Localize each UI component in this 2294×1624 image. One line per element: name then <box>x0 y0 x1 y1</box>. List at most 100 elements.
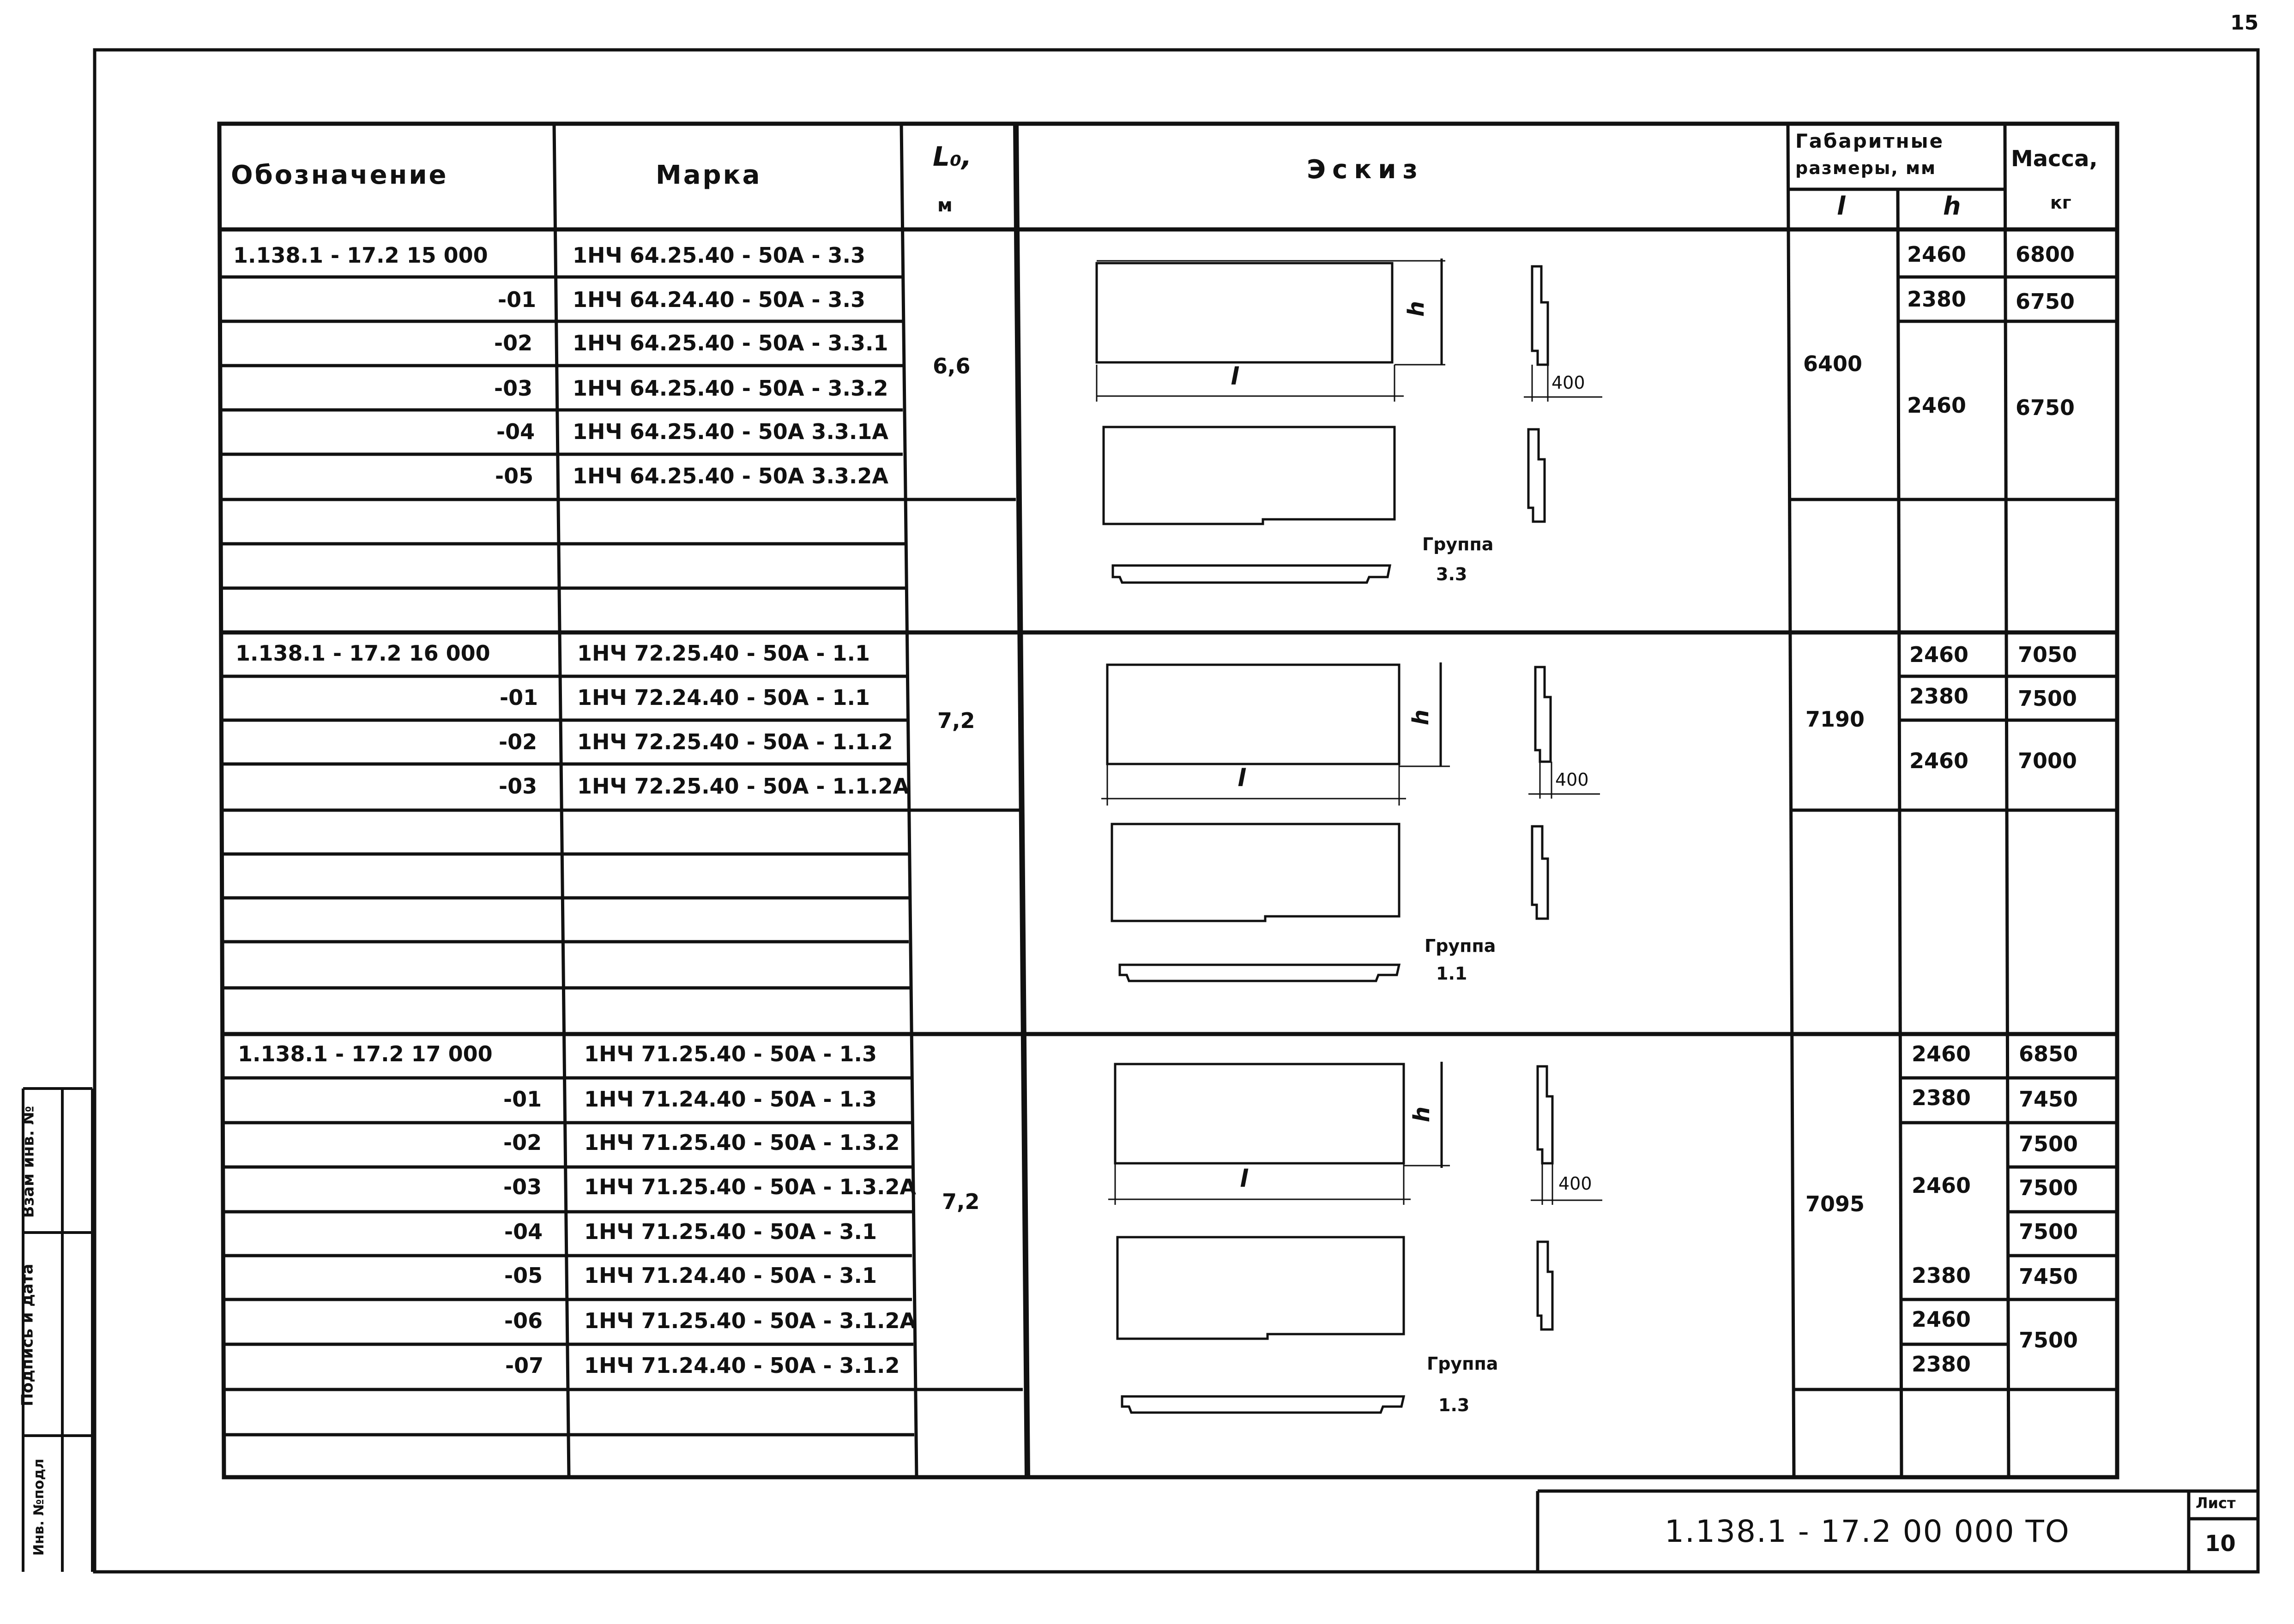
g2-mass-0: 7050 <box>2018 642 2077 667</box>
header-designation: Обозначение <box>231 160 448 190</box>
g1-designation-5: -05 <box>495 463 534 488</box>
title-block-code: 1.138.1 - 17.2 00 000 ТО <box>1665 1514 2070 1549</box>
g1-h-2: 2460 <box>1907 393 1967 418</box>
g2-h-2: 2460 <box>1909 748 1969 773</box>
g1-sketch-l: l <box>1231 363 1239 391</box>
header-length-unit: м <box>937 195 953 216</box>
header-mass-unit: кг <box>2050 192 2071 213</box>
g1-sketch-dim: 400 <box>1551 373 1585 393</box>
g3-mark-7: 1НЧ 71.24.40 - 50А - 3.1.2 <box>584 1353 900 1378</box>
g1-sketch-group: 3.3 <box>1436 564 1467 584</box>
g2-designation-3: -03 <box>499 774 537 799</box>
stamp-inv: Взам инв. № <box>19 1106 38 1218</box>
g2-sketch-dim: 400 <box>1555 770 1589 790</box>
g1-mass-2: 6750 <box>2016 395 2075 420</box>
g2-mark-1: 1НЧ 72.24.40 - 50А - 1.1 <box>577 685 870 710</box>
stamp-orig: Инв. №подл <box>31 1458 48 1556</box>
g3-h-2: 2460 <box>1912 1173 1971 1198</box>
g3-designation-2: -02 <box>503 1130 542 1155</box>
header-overall-dims-2: размеры, мм <box>1795 158 1937 178</box>
g1-designation-4: -04 <box>496 419 535 444</box>
g3-mark-6: 1НЧ 71.25.40 - 50А - 3.1.2А <box>584 1308 917 1333</box>
g2-length: 7,2 <box>937 708 975 733</box>
g3-sketch-h: h <box>1409 1106 1435 1123</box>
g2-h-0: 2460 <box>1909 642 1969 667</box>
g2-sketch-label: Группа <box>1425 936 1496 956</box>
g3-designation-7: -07 <box>505 1353 544 1378</box>
g3-h-4: 2460 <box>1912 1307 1971 1332</box>
g3-mass-5: 7450 <box>2019 1264 2078 1289</box>
g3-sketch-dim: 400 <box>1558 1173 1592 1194</box>
g3-mark-2: 1НЧ 71.25.40 - 50А - 1.3.2 <box>584 1130 900 1155</box>
g1-sketch-h: h <box>1403 301 1430 317</box>
g1-mark-4: 1НЧ 64.25.40 - 50А 3.3.1А <box>573 419 889 444</box>
g1-designation-0: 1.138.1 - 17.2 15 000 <box>233 243 488 268</box>
g2-l: 7190 <box>1805 707 1865 732</box>
g1-l: 6400 <box>1803 351 1863 376</box>
table-border <box>217 121 2119 1480</box>
g3-designation-6: -06 <box>504 1308 543 1333</box>
g2-sketch-group: 1.1 <box>1436 963 1467 984</box>
g3-mark-5: 1НЧ 71.24.40 - 50А - 3.1 <box>584 1263 877 1288</box>
g3-sketch-l: l <box>1240 1165 1248 1193</box>
g3-mark-4: 1НЧ 71.25.40 - 50А - 3.1 <box>584 1219 877 1244</box>
g3-sketch-label: Группа <box>1427 1353 1498 1374</box>
header-h: h <box>1943 192 1961 221</box>
g1-mark-0: 1НЧ 64.25.40 - 50А - 3.3 <box>573 243 866 268</box>
g2-mass-2: 7000 <box>2018 748 2077 773</box>
g1-h-0: 2460 <box>1907 242 1967 267</box>
g2-designation-1: -01 <box>500 685 538 710</box>
g3-h-1: 2380 <box>1912 1085 1971 1110</box>
g2-mark-3: 1НЧ 72.25.40 - 50А - 1.1.2А <box>577 774 910 799</box>
title-block-sheet-label: Лист <box>2196 1494 2236 1512</box>
g2-sketch-h: h <box>1408 709 1434 726</box>
g2-designation-0: 1.138.1 - 17.2 16 000 <box>235 641 490 666</box>
stamp-sign: Подпись и дата <box>18 1263 37 1407</box>
g3-mass-1: 7450 <box>2019 1087 2078 1112</box>
g3-sketch-group: 1.3 <box>1438 1395 1470 1415</box>
g3-mass-6: 7500 <box>2019 1328 2078 1353</box>
header-mark: Марка <box>656 160 762 190</box>
g3-mass-0: 6850 <box>2019 1041 2078 1066</box>
header-mass: Масса, <box>2011 146 2098 172</box>
g3-mass-2: 7500 <box>2019 1131 2078 1156</box>
g3-l: 7095 <box>1805 1191 1865 1216</box>
g1-designation-3: -03 <box>494 376 533 401</box>
g3-designation-0: 1.138.1 - 17.2 17 000 <box>238 1041 493 1066</box>
g2-sketch-l: l <box>1238 764 1246 792</box>
g3-designation-1: -01 <box>503 1087 542 1112</box>
g3-designation-3: -03 <box>503 1174 542 1199</box>
g3-length: 7,2 <box>942 1189 980 1214</box>
g3-mass-3: 7500 <box>2019 1175 2078 1200</box>
g3-mark-3: 1НЧ 71.25.40 - 50А - 1.3.2А <box>584 1174 917 1199</box>
g3-h-0: 2460 <box>1912 1041 1971 1066</box>
g3-mark-1: 1НЧ 71.24.40 - 50А - 1.3 <box>584 1087 877 1112</box>
g1-designation-1: -01 <box>498 287 537 312</box>
g1-mass-0: 6800 <box>2016 242 2075 267</box>
g1-mark-1: 1НЧ 64.24.40 - 50А - 3.3 <box>573 287 866 312</box>
g1-sketch-label: Группа <box>1422 534 1494 554</box>
g2-mark-0: 1НЧ 72.25.40 - 50А - 1.1 <box>577 641 870 666</box>
g1-mass-1: 6750 <box>2016 289 2075 314</box>
g2-mark-2: 1НЧ 72.25.40 - 50А - 1.1.2 <box>577 729 893 754</box>
g3-mark-0: 1НЧ 71.25.40 - 50А - 1.3 <box>584 1041 877 1066</box>
header-length: L₀, <box>933 141 972 172</box>
page-number: 15 <box>2230 11 2259 35</box>
header-l: l <box>1837 192 1846 221</box>
g3-h-3: 2380 <box>1912 1263 1971 1288</box>
header-overall-dims: Габаритные <box>1795 130 1944 152</box>
g1-length: 6,6 <box>933 354 971 379</box>
g2-designation-2: -02 <box>499 729 537 754</box>
g1-mark-3: 1НЧ 64.25.40 - 50А - 3.3.2 <box>573 376 888 401</box>
g1-mark-5: 1НЧ 64.25.40 - 50А 3.3.2А <box>573 463 889 488</box>
title-block-sheet-number: 10 <box>2205 1531 2236 1557</box>
outer-frame <box>93 48 2260 1574</box>
g2-mass-1: 7500 <box>2018 686 2077 711</box>
g2-h-1: 2380 <box>1909 684 1969 709</box>
g3-designation-4: -04 <box>504 1219 543 1244</box>
g1-h-1: 2380 <box>1907 287 1967 312</box>
g3-h-5: 2380 <box>1912 1352 1971 1377</box>
header-sketch: Эскиз <box>1307 155 1425 185</box>
g3-designation-5: -05 <box>504 1263 543 1288</box>
